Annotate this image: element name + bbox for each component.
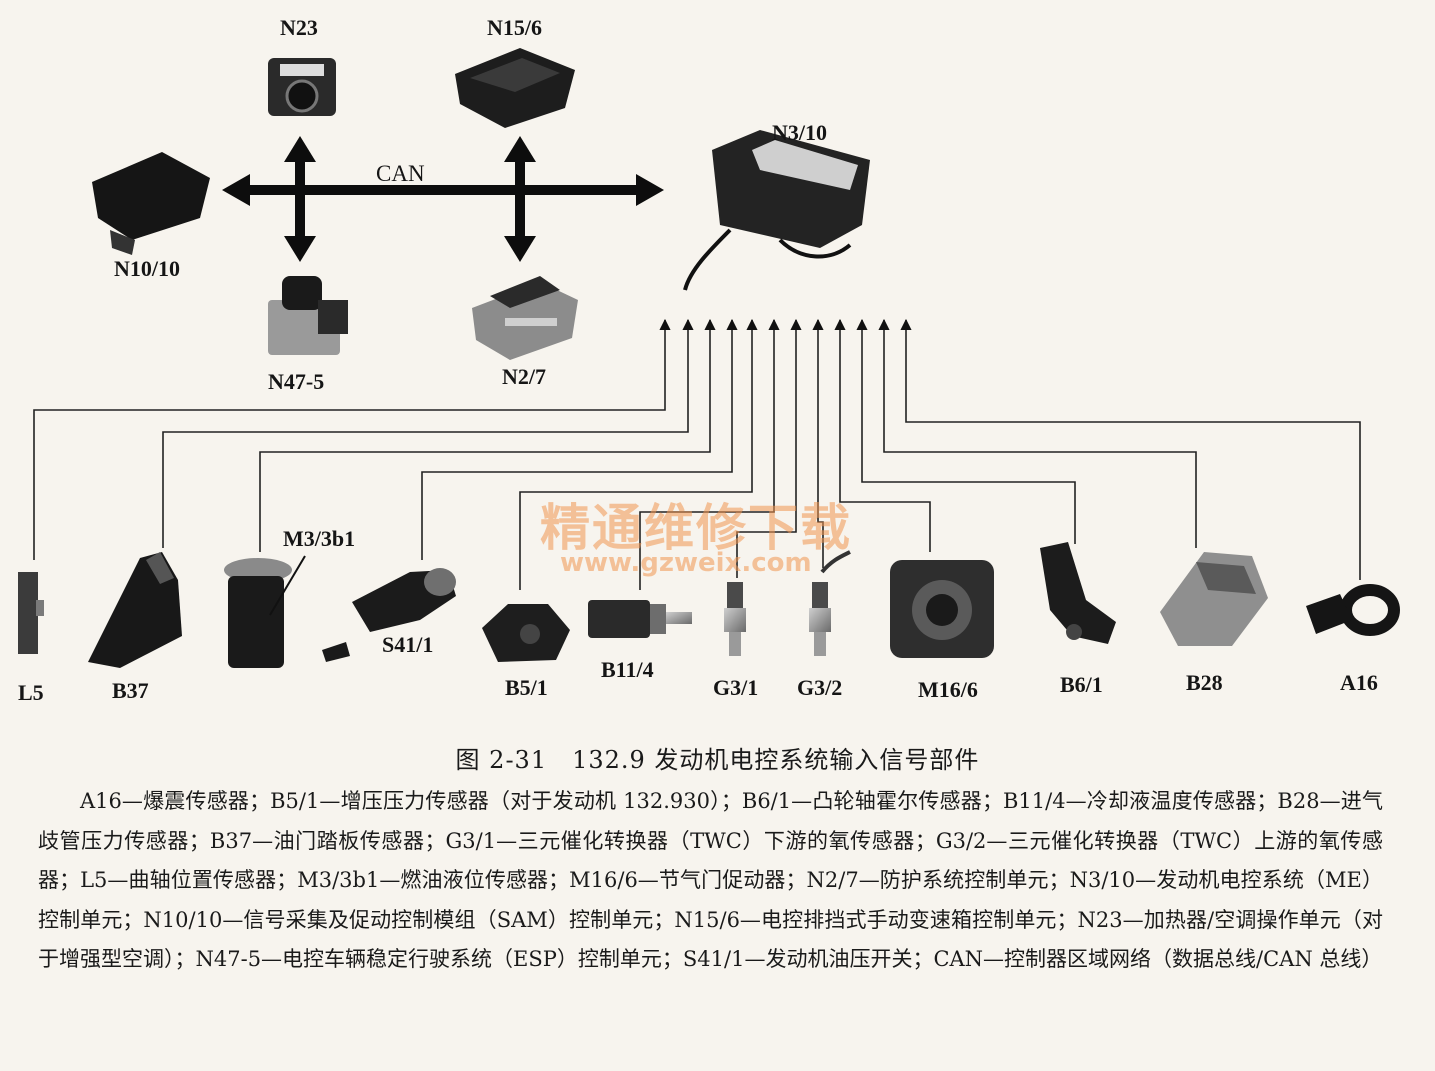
label-n2-7: N2/7 [502,364,546,389]
can-arrow-right [636,174,664,206]
label-m16-6: M16/6 [918,677,978,702]
b6-1-sensor-image [1040,542,1116,644]
a16-sensor-image [1306,584,1400,636]
g3-2-sensor-image [809,550,851,656]
can-arrow-n23 [284,136,316,162]
label-s41-1: S41/1 [382,632,434,657]
can-bus-label: CAN [376,161,425,186]
can-arrow-n15 [504,136,536,162]
label-n23: N23 [280,15,318,40]
label-a16: A16 [1340,670,1378,695]
label-b37: B37 [112,678,149,703]
watermark-url: www.gzweix.com [560,548,812,578]
label-b11-4: B11/4 [601,657,654,682]
n23-unit-image [268,58,336,116]
b5-1-sensor-image [482,604,570,662]
n2-7-unit-image [472,276,578,360]
n3-10-unit-image [683,130,870,291]
diagram: CAN N23 N15/6 N3/10 N10/10 N47-5 N2/7 M3… [18,15,1400,705]
b11-4-sensor-image [588,600,692,638]
m16-6-actuator-image [890,560,994,658]
label-b28: B28 [1186,670,1223,695]
figure-caption-title: 图 2-31 132.9 发动机电控系统输入信号部件 [455,746,980,774]
diagram-graphics [18,48,1400,668]
n15-6-unit-image [455,48,575,128]
n47-5-unit-image [268,276,348,355]
label-g3-1: G3/1 [713,675,759,700]
label-b5-1: B5/1 [505,675,548,700]
n10-10-unit-image [92,152,210,255]
can-bus [222,136,664,262]
label-g3-2: G3/2 [797,675,843,700]
can-arrow-left [222,174,250,206]
b37-sensor-image [88,552,182,668]
label-l5: L5 [18,680,44,705]
label-m3-3b1: M3/3b1 [283,526,356,551]
m3-3b1-sensor-image [224,555,350,668]
can-arrow-n2 [504,236,536,262]
l5-sensor-image [18,572,44,654]
label-n47-5: N47-5 [268,369,325,394]
g3-1-sensor-image [724,582,746,656]
label-n10-10: N10/10 [114,256,180,281]
label-b6-1: B6/1 [1060,672,1103,697]
s41-1-sensor-image [352,568,456,632]
signal-lines [33,318,1361,590]
watermark-text: 精通维修下载 [540,499,852,557]
label-n3-10: N3/10 [772,120,827,145]
can-arrow-n47 [284,236,316,262]
b28-sensor-image [1160,552,1268,646]
label-n15-6: N15/6 [487,15,542,40]
figure-caption-body: A16—爆震传感器；B5/1—增压压力传感器（对于发动机 132.930）；B6… [38,789,1383,971]
